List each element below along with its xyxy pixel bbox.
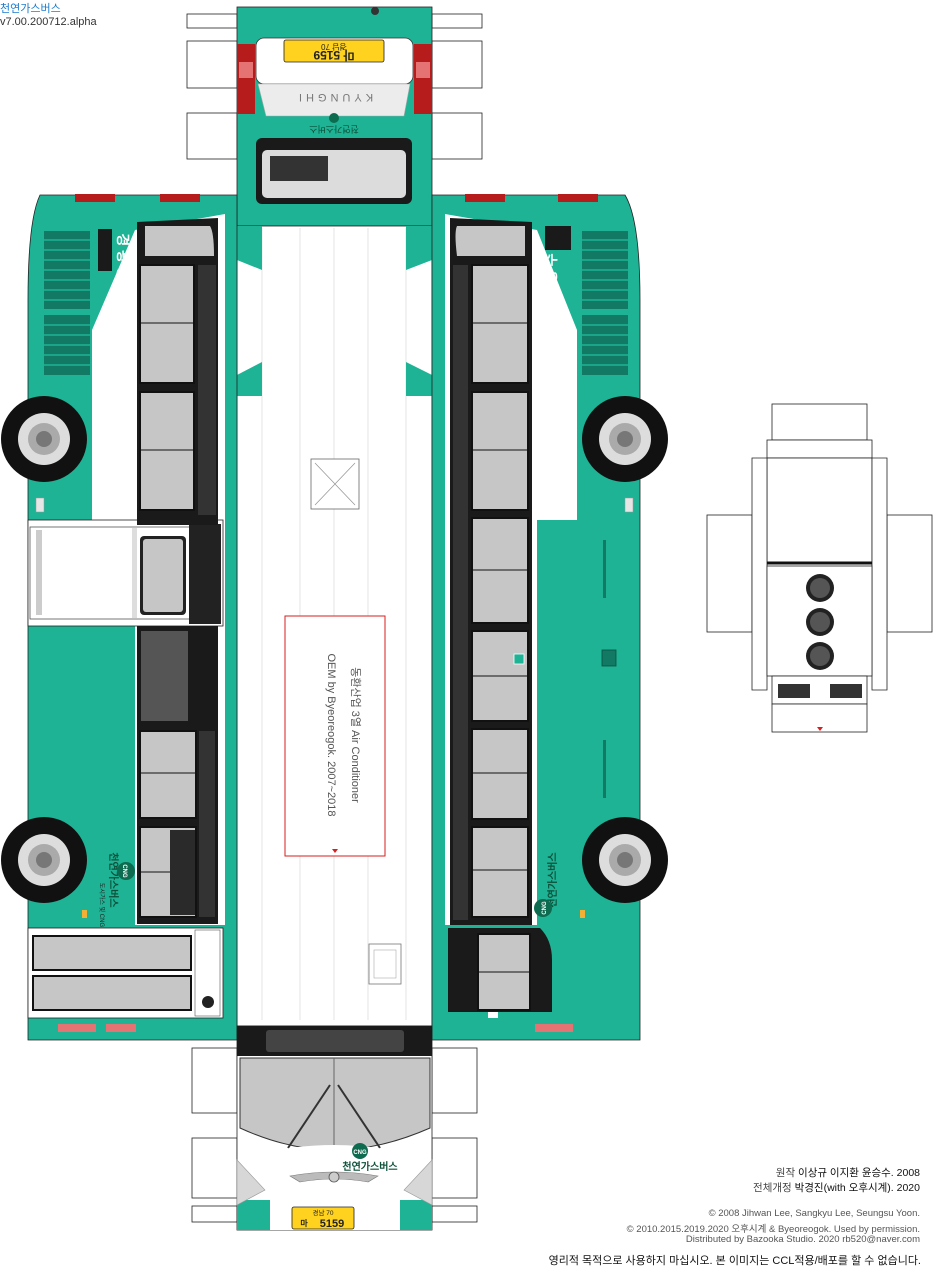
rear-brand-name: 천연가스버스 bbox=[309, 124, 359, 134]
right-side-brand-name: 천연가스버스 bbox=[546, 852, 559, 907]
revision-credit-authors: 박경진(with 오후시계). 2020 bbox=[794, 1182, 920, 1194]
ac-unit-label-line1: 동환산업 3열 Air Conditioner bbox=[349, 667, 362, 803]
front-panel bbox=[236, 1025, 433, 1231]
left-side-route-label: 경 광 상 수 bbox=[115, 233, 131, 296]
usage-notice: 영리적 목적으로 사용하지 마십시오. 본 이미지는 CCL적용/배포를 할 수… bbox=[548, 1255, 921, 1267]
left-side-cng-text: CNG bbox=[121, 864, 127, 878]
ac-unit-label-line2: OEM by Byeoreogok. 2007~2018 bbox=[325, 654, 337, 817]
right-rear-wheel bbox=[582, 817, 668, 903]
left-side-cng-logo bbox=[117, 862, 135, 880]
version-label: v7.00.200712.alpha bbox=[0, 16, 97, 28]
copyright-line-1: © 2008 Jihwan Lee, Sangkyu Lee, Seungsu … bbox=[708, 1208, 920, 1219]
front-plate-region: 경남 70 bbox=[313, 1208, 334, 1217]
right-side-route-label: 경 광 상 수 bbox=[543, 253, 559, 316]
rear-brand-text: KYUNGHI bbox=[295, 91, 373, 103]
front-plate-prefix: 마 bbox=[300, 1218, 308, 1228]
revision-credit: 전체개정 박경진(with 오후시계). 2020 bbox=[753, 1180, 920, 1195]
left-side-brand-name: 천연가스버스 bbox=[107, 852, 120, 907]
front-brand-name: 천연가스버스 bbox=[342, 1160, 397, 1173]
copyright-line-3: Distributed by Bazooka Studio. 2020 rb52… bbox=[685, 1234, 920, 1245]
left-side-small-text: 도시가스 및 CNG bbox=[98, 883, 106, 928]
revision-credit-label: 전체개정 bbox=[753, 1182, 792, 1194]
document-title: 천연가스버스 bbox=[0, 3, 61, 15]
original-credit-label: 원작 bbox=[775, 1167, 796, 1179]
front-cng-text: CNG bbox=[353, 1150, 367, 1156]
rear-panel bbox=[236, 6, 433, 227]
roof-panel bbox=[236, 225, 433, 1027]
left-side-panel bbox=[27, 194, 238, 1041]
right-side-cng-logo bbox=[534, 899, 552, 917]
ac-unit-net bbox=[706, 403, 933, 733]
rear-plate-number: 마 5159 bbox=[313, 48, 354, 63]
original-credit-authors: 이상규 이지환 윤승수. 2008 bbox=[798, 1167, 920, 1179]
rear-cng-logo bbox=[329, 113, 339, 123]
left-rear-wheel bbox=[1, 817, 87, 903]
original-credit: 원작 이상규 이지환 윤승수. 2008 bbox=[776, 1165, 920, 1180]
front-plate-digits: 5159 bbox=[320, 1218, 344, 1230]
right-side-cng-text: CNG bbox=[542, 901, 548, 915]
right-front-wheel bbox=[582, 396, 668, 482]
left-front-wheel bbox=[1, 396, 87, 482]
glue-flaps-top bbox=[186, 13, 483, 160]
rear-plate-region: 경남 70 bbox=[321, 42, 347, 52]
right-side-panel bbox=[431, 194, 641, 1041]
copyright-line-2: © 2010.2015.2019.2020 오후시계 & Byeoreogok.… bbox=[626, 1224, 920, 1235]
